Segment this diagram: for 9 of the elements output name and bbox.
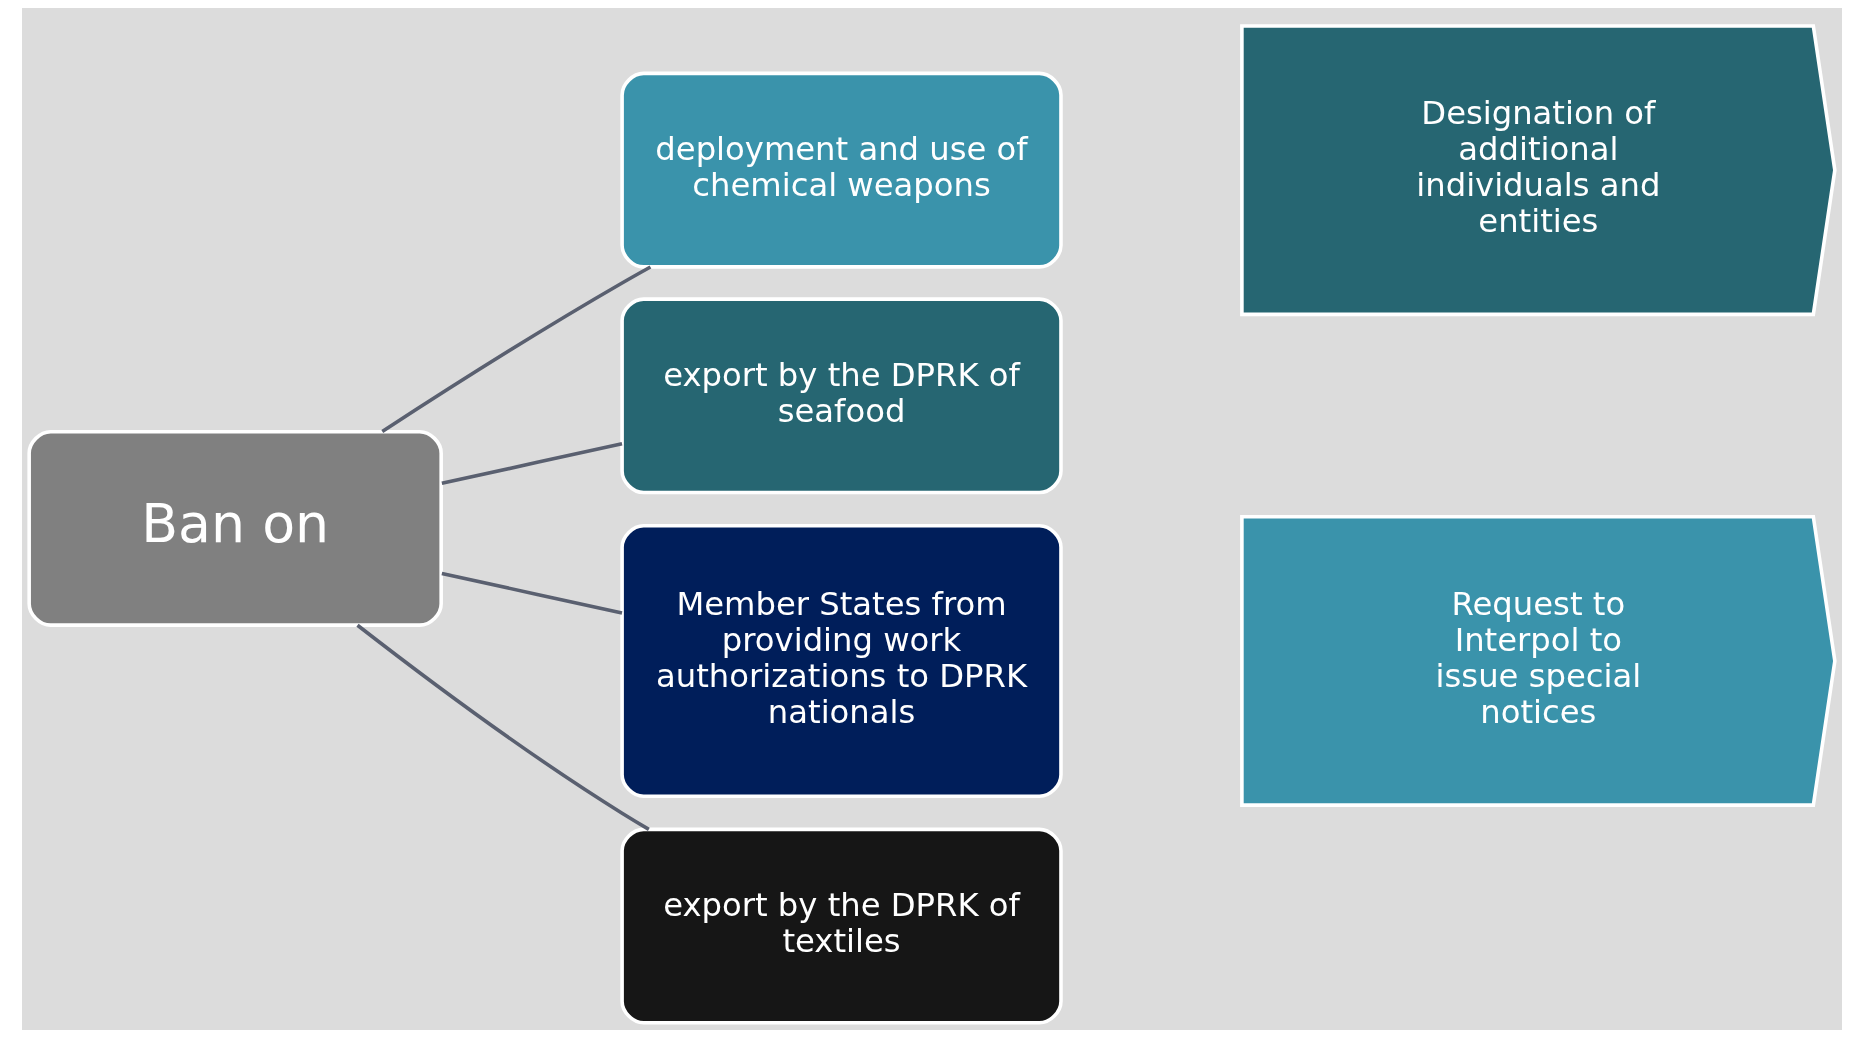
connector — [356, 623, 650, 831]
node-box: Ban on — [27, 429, 443, 627]
node-box: export by the DPRK of seafood — [620, 297, 1063, 495]
connector — [381, 265, 652, 433]
connector — [441, 571, 623, 615]
node-box: deployment and use of chemical weapons — [620, 71, 1063, 269]
node-box: Member States from providing work authorizations to DPRK nationals — [620, 523, 1063, 798]
connector — [441, 442, 623, 486]
node-box: export by the DPRK of textiles — [620, 827, 1063, 1025]
